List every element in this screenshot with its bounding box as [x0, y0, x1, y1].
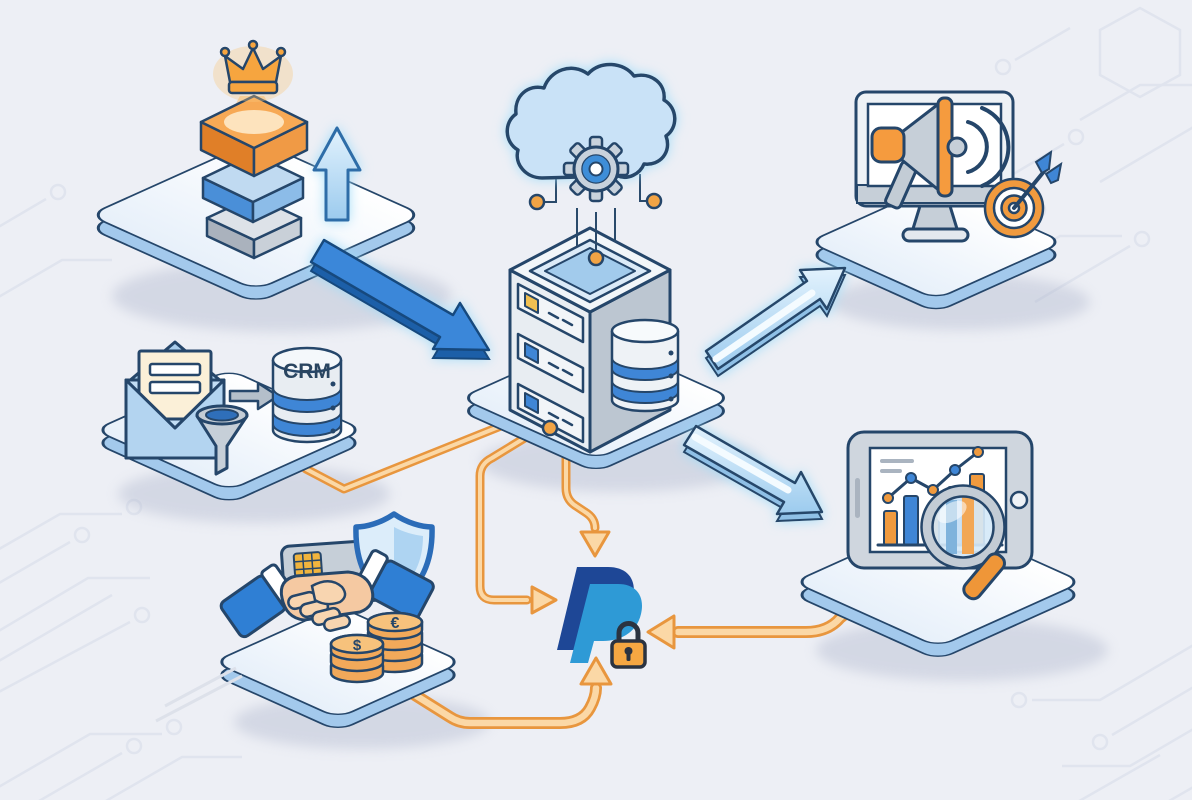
platform-lead-capture: CRM — [101, 340, 357, 501]
sound-waves-icon — [966, 106, 1011, 188]
layer-stack-icon — [199, 94, 309, 260]
arrow-hub-to-campaigns — [704, 266, 847, 378]
dollar-coin-stack: $ — [329, 633, 385, 684]
magnifier-icon — [920, 484, 1006, 601]
platform-campaigns — [815, 90, 1063, 310]
connector-deals-to-paypal — [401, 656, 613, 729]
megaphone-icon — [870, 96, 968, 210]
platform-analytics — [800, 430, 1076, 657]
target-icon — [983, 149, 1063, 239]
funnel-icon — [195, 404, 249, 476]
crm-database-icon: CRM — [271, 346, 343, 444]
handshake-icon — [219, 549, 435, 639]
dollar-symbol: $ — [353, 637, 362, 654]
paypal-logo — [557, 567, 643, 663]
gear-icon — [562, 135, 630, 203]
growth-arrow-icon — [312, 126, 362, 222]
envelope-icon — [124, 340, 226, 460]
line-chart-icon — [882, 446, 984, 504]
connector-hub-to-paypal-top — [561, 447, 611, 558]
crown-icon — [213, 39, 293, 102]
connector-crm-to-hub — [301, 419, 511, 494]
arrow-hub-to-analytics — [682, 424, 824, 523]
letter-icon — [137, 349, 213, 421]
transfer-arrow-icon — [228, 381, 280, 411]
server-rack-slots — [516, 282, 585, 444]
crm-label: CRM — [283, 360, 331, 383]
euro-symbol: € — [391, 615, 400, 632]
padlock-icon — [610, 621, 647, 669]
cloud-sync-lines — [528, 174, 663, 267]
platform-deals: € $ — [155, 511, 456, 728]
arrow-stack-to-hub — [309, 238, 491, 361]
cloud-icon — [505, 62, 677, 180]
database-icon — [610, 318, 680, 413]
coin-stack-icon: € $ — [329, 611, 424, 684]
connector-hub-to-paypal-left — [475, 423, 558, 615]
monitor-icon — [854, 90, 1015, 243]
circuit-pattern — [0, 6, 1192, 800]
dart-icon — [1012, 149, 1063, 210]
platform-data-hub — [467, 62, 725, 470]
